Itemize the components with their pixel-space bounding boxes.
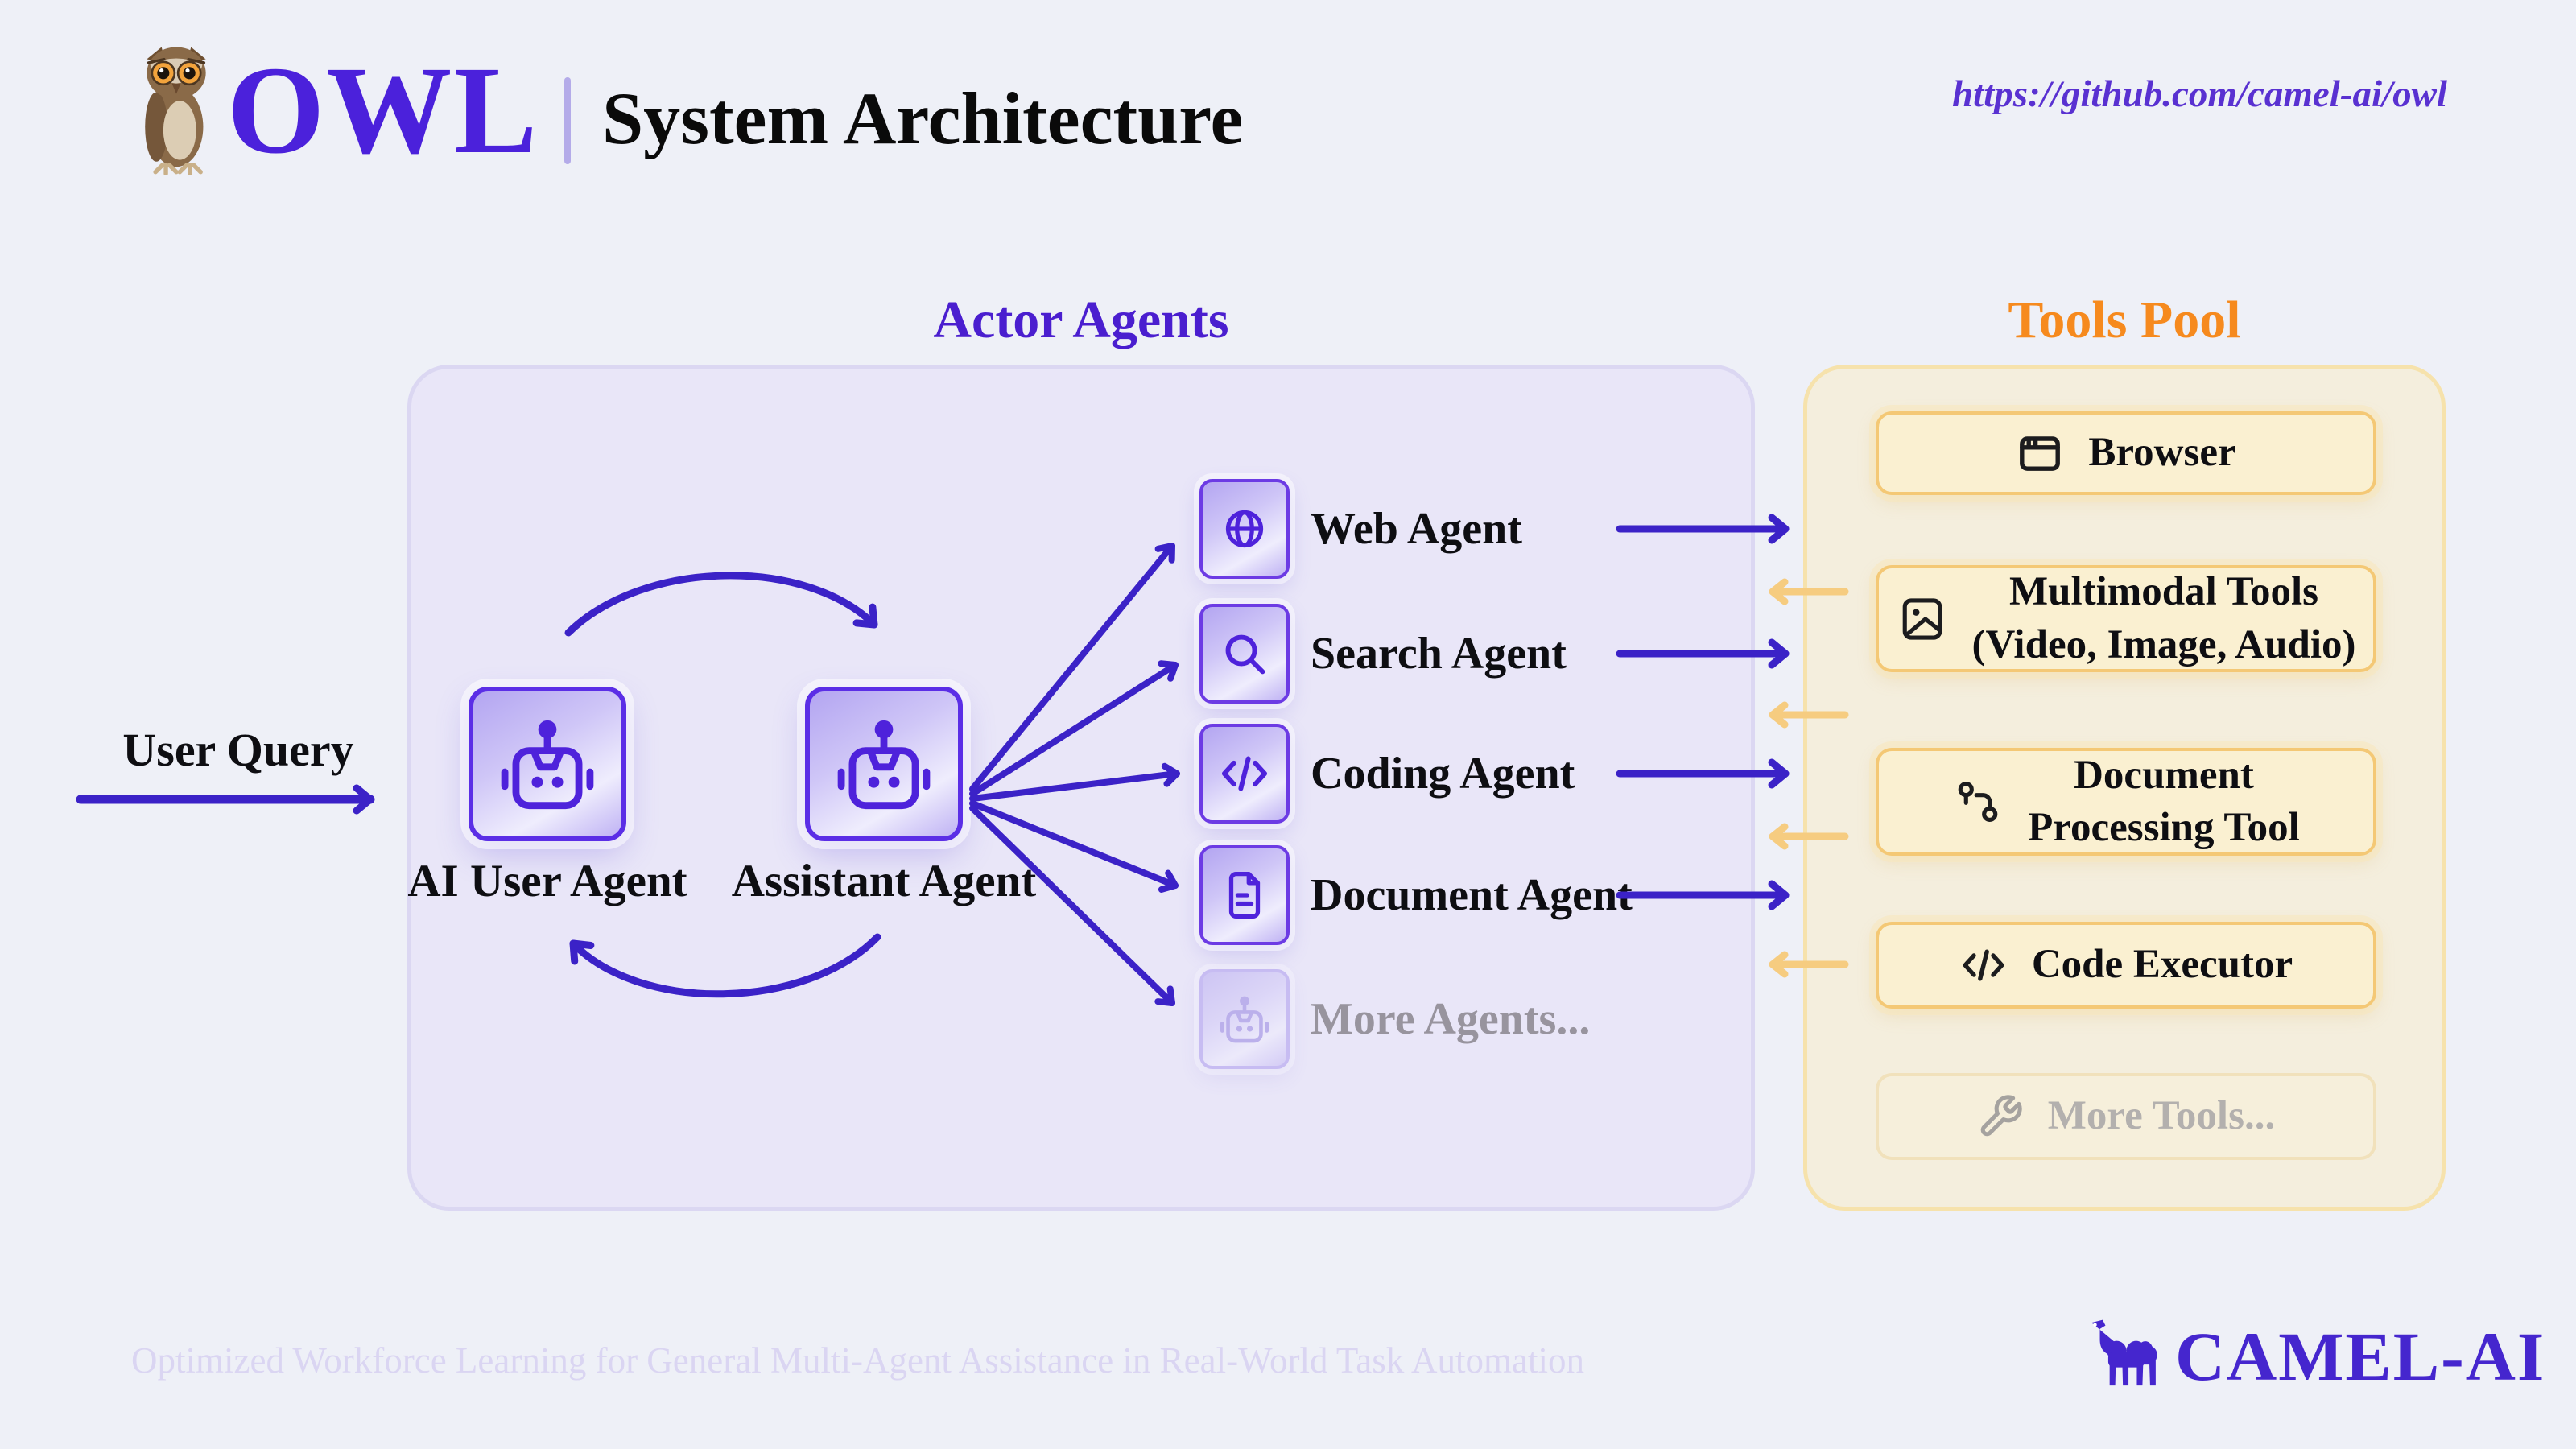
image-icon (1897, 593, 1948, 645)
user-query-label: User Query (122, 724, 354, 776)
code-executor-button[interactable]: Code Executor (1876, 922, 2376, 1009)
globe-icon (1218, 502, 1271, 555)
ai-user-agent-label: AI User Agent (407, 856, 687, 906)
assistant-agent-label: Assistant Agent (731, 856, 1037, 906)
footer-tagline: Optimized Workforce Learning for General… (131, 1340, 1584, 1381)
camel-icon (2082, 1317, 2165, 1393)
web-agent-label: Web Agent (1311, 504, 1522, 554)
web-agent-card[interactable] (1199, 479, 1290, 579)
robot-icon (497, 713, 598, 815)
owl-logo-icon (133, 42, 220, 175)
page-title: System Architecture (602, 77, 1244, 159)
more-agents-label: More Agents... (1311, 994, 1591, 1044)
wrench-icon (1977, 1093, 2024, 1140)
route-icon (1952, 776, 2004, 828)
document-agent-card[interactable] (1199, 845, 1290, 945)
tools-pool-title: Tools Pool (2008, 291, 2241, 349)
browser-icon (2016, 429, 2064, 477)
code-icon (1959, 941, 2008, 989)
app-logo: OWL (227, 40, 539, 180)
more-tools-label: More Tools... (2047, 1093, 2276, 1139)
browser-tool-button[interactable]: Browser (1876, 411, 2376, 495)
search-agent-card[interactable] (1199, 604, 1290, 704)
search-agent-label: Search Agent (1311, 629, 1567, 679)
actor-agents-title: Actor Agents (933, 291, 1229, 349)
coding-agent-card[interactable] (1199, 724, 1290, 824)
more-tools-button[interactable]: More Tools... (1876, 1073, 2376, 1160)
code-executor-label: Code Executor (2031, 942, 2293, 988)
browser-tool-label: Browser (2088, 430, 2236, 476)
document-agent-label: Document Agent (1311, 870, 1633, 920)
search-icon (1218, 627, 1271, 680)
assistant-agent-card[interactable] (805, 687, 963, 841)
document-processing-tool-label: Document Processing Tool (2028, 752, 2300, 850)
multimodal-tools-label: Multimodal Tools (Video, Image, Audio) (1971, 569, 2356, 667)
file-text-icon (1218, 869, 1271, 922)
coding-agent-label: Coding Agent (1311, 749, 1575, 799)
more-agents-card[interactable] (1199, 969, 1290, 1069)
repo-url-link[interactable]: https://github.com/camel-ai/owl (1952, 73, 2447, 115)
document-processing-tool-button[interactable]: Document Processing Tool (1876, 748, 2376, 856)
brand-name: CAMEL-AI (2175, 1318, 2546, 1395)
robot-icon (833, 713, 935, 815)
header-divider (564, 77, 571, 164)
ai-user-agent-card[interactable] (469, 687, 626, 841)
code-icon (1218, 747, 1271, 800)
multimodal-tools-button[interactable]: Multimodal Tools (Video, Image, Audio) (1876, 565, 2376, 672)
robot-icon (1218, 993, 1271, 1046)
